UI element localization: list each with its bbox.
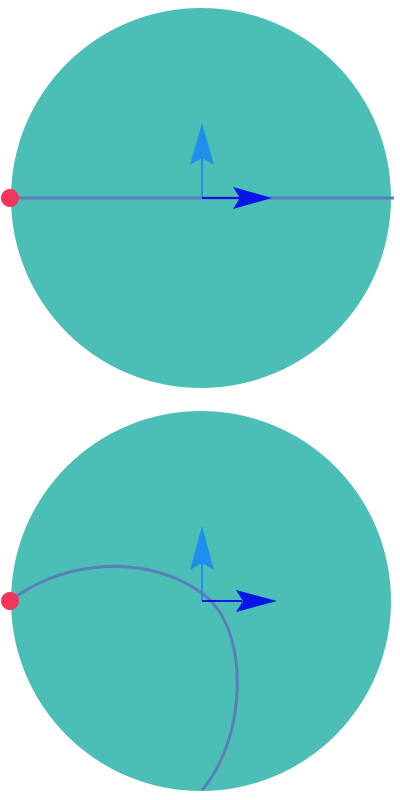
up-arrow-bottom bbox=[190, 526, 214, 601]
right-arrow-bottom bbox=[202, 590, 277, 612]
geodesic-arc-bottom bbox=[9, 564, 239, 791]
boundary-point-top bbox=[1, 189, 19, 207]
panel-bottom bbox=[1, 411, 391, 791]
boundary-point-bottom bbox=[1, 592, 19, 610]
right-arrow-top bbox=[202, 187, 272, 209]
up-arrow-top bbox=[190, 123, 214, 198]
panel-top bbox=[1, 8, 394, 388]
